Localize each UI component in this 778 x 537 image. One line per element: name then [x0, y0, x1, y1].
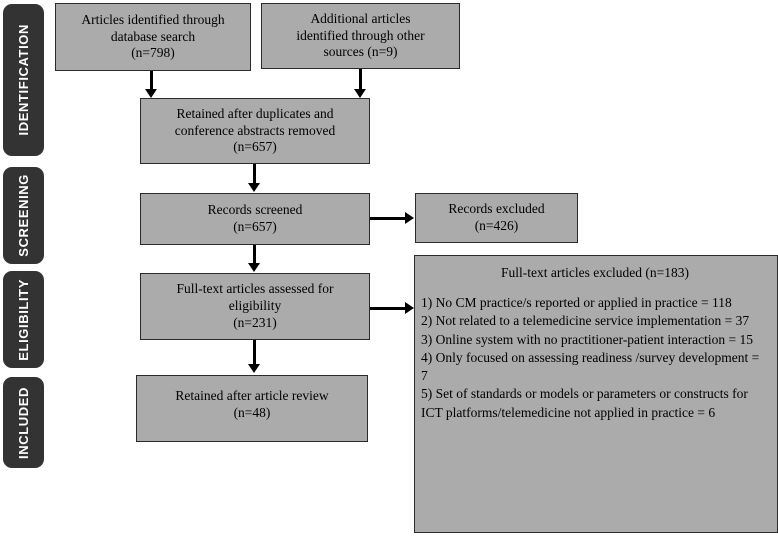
- box-fulltext-assessed-text: Full-text articles assessed for eligibil…: [176, 281, 334, 330]
- exclusion-reason-2: 2) Not related to a telemedicine service…: [421, 313, 750, 329]
- box-retained-after-review-text: Retained after article review (n=48): [175, 388, 329, 420]
- stage-label-screening-text: SCREENING: [16, 174, 31, 257]
- connector-fulltext-to-retained: [253, 340, 256, 365]
- stage-label-included: INCLUDED: [3, 377, 44, 468]
- arrow-screened-to-fulltext-icon: [248, 263, 260, 272]
- connector-duplicates-to-screened: [253, 164, 256, 184]
- box-retained-after-review: Retained after article review (n=48): [136, 375, 368, 442]
- box-duplicates-removed: Retained after duplicates and conference…: [140, 98, 370, 164]
- box-database-search-text: Articles identified through database sea…: [81, 11, 225, 61]
- stage-label-included-text: INCLUDED: [16, 386, 31, 459]
- arrow-database-search-down-icon: [145, 89, 157, 98]
- exclusion-reason-5: 5) Set of standards or models or paramet…: [421, 386, 748, 420]
- box-records-screened: Records screened (n=657): [140, 193, 370, 245]
- box-fulltext-assessed: Full-text articles assessed for eligibil…: [140, 273, 370, 340]
- box-other-sources-text: Additional articles identified through o…: [296, 10, 425, 60]
- panel-fulltext-excluded-reasons: 1) No CM practice/s reported or applied …: [421, 294, 769, 422]
- box-records-screened-text: Records screened (n=657): [207, 202, 303, 234]
- box-database-search: Articles identified through database sea…: [55, 3, 251, 71]
- connector-database-search-down: [150, 71, 153, 91]
- stage-label-eligibility-text: ELIGIBILITY: [16, 278, 31, 361]
- connector-other-sources-down: [359, 69, 362, 91]
- stage-label-identification-text: IDENTIFICATION: [16, 24, 31, 136]
- connector-screened-to-excluded: [370, 217, 408, 220]
- arrow-duplicates-to-screened-icon: [248, 183, 260, 192]
- arrow-other-sources-down-icon: [354, 89, 366, 98]
- stage-label-eligibility: ELIGIBILITY: [3, 271, 44, 368]
- arrow-screened-to-excluded-icon: [405, 212, 414, 224]
- connector-fulltext-to-excluded-panel: [370, 307, 408, 310]
- box-duplicates-removed-text: Retained after duplicates and conference…: [174, 105, 336, 155]
- box-other-sources: Additional articles identified through o…: [261, 3, 460, 69]
- stage-label-screening: SCREENING: [3, 167, 44, 264]
- panel-fulltext-excluded-title: Full-text articles excluded (n=183): [501, 265, 689, 280]
- arrow-fulltext-to-excluded-panel-icon: [405, 302, 414, 314]
- panel-fulltext-excluded: Full-text articles excluded (n=183) 1) N…: [414, 255, 778, 533]
- box-records-excluded-text: Records excluded (n=426): [448, 201, 545, 233]
- exclusion-reason-4: 4) Only focused on assessing readiness /…: [421, 349, 760, 384]
- exclusion-reason-1: 1) No CM practice/s reported or applied …: [421, 295, 732, 311]
- arrow-fulltext-to-retained-icon: [248, 364, 260, 373]
- exclusion-reason-3: 3) Online system with no practitioner-pa…: [421, 331, 754, 347]
- box-records-excluded: Records excluded (n=426): [415, 193, 578, 243]
- stage-label-identification: IDENTIFICATION: [3, 4, 44, 156]
- connector-screened-to-fulltext: [253, 245, 256, 264]
